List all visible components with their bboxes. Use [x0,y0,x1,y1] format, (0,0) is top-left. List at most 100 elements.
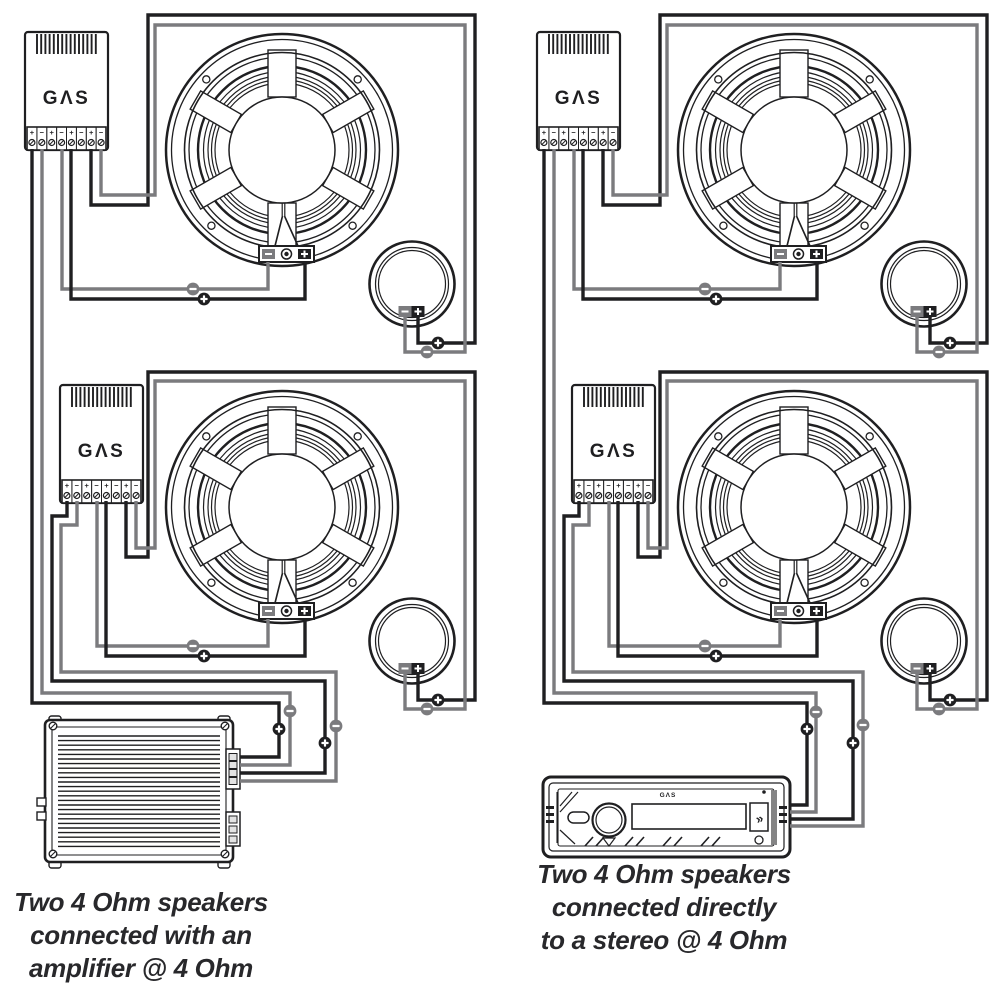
junction-plus [846,736,860,750]
terminal-sign: + [30,128,35,137]
junction-minus [932,702,946,716]
grille-bar [779,806,787,809]
grille-bar [779,813,787,816]
amplifier-power-block [225,811,241,847]
wire-negative [40,149,292,767]
terminal-sign: − [611,128,616,137]
terminal-screw [540,138,548,147]
wire-negative [552,149,818,814]
crossover-heatsink-fins [548,34,609,54]
grille-bar [546,820,554,823]
woofer-frame [676,32,912,268]
terminal-screw [83,491,91,500]
terminal-sign: + [616,481,621,490]
crossover-logo: GΛS [78,441,126,462]
terminal-sign: − [75,481,80,490]
crossover-unit-top-left: GΛS +−+−+−+− [23,30,110,152]
junction-minus [329,719,343,733]
grille-bar [546,813,554,816]
stereo-round-button [754,835,764,845]
woofer-spoke [267,406,297,455]
terminal-sign: − [40,128,45,137]
crossover-terminal-strip: +−+−+−+− [61,479,142,504]
woofer-speaker [676,32,912,268]
wire-negative [59,501,338,783]
woofer-mounting-hole [353,432,362,441]
terminal-screw [560,138,568,147]
junction-minus [698,639,712,653]
terminal-sign: − [552,128,557,137]
caption-line: amplifier @ 4 Ohm [29,953,253,983]
woofer-mounting-hole [860,221,869,230]
terminal-screw [569,138,578,147]
wire-positive [601,13,989,345]
junction-plus [197,649,211,663]
crossover-heatsink-fins [583,387,644,407]
crossover-terminal-strip: +−+−+−+− [26,126,107,151]
terminal-sign: + [597,481,602,490]
eject-button [567,811,590,824]
crossover-logo: GΛS [43,88,91,109]
wire-positive [89,13,477,345]
woofer-mounting-hole [353,75,362,84]
wire-negative [572,149,782,291]
caption-line: connected directly [551,892,777,922]
terminal-screw [599,138,607,147]
terminal-sign: − [59,128,64,137]
wire-positive [542,149,809,807]
woofer-terminal-block [258,602,315,620]
terminal-sign: − [587,481,592,490]
junction-plus [431,336,445,350]
caption-stereo: Two 4 Ohm speakers connected directly to… [524,858,804,957]
junction-plus [943,693,957,707]
stereo-logo: GΛS [660,792,677,799]
terminal-screw [604,491,613,500]
woofer-mounting-hole [865,432,874,441]
amplifier-fins [58,735,220,848]
tweeter-speaker [880,597,968,685]
wire-positive [636,370,989,702]
woofer-terminal-block [770,602,827,620]
woofer-mounting-hole [714,75,723,84]
terminal-sign: + [104,481,109,490]
terminal-screw [112,491,120,500]
terminal-screw [67,138,76,147]
terminal-sign: − [114,481,119,490]
terminal-screw [132,491,140,500]
terminal-sign: − [606,481,611,490]
terminal-sign: − [591,128,596,137]
terminal-screw [575,491,583,500]
terminal-screw [550,138,558,147]
woofer-mounting-hole [714,432,723,441]
caption-amplifier: Two 4 Ohm speakers connected with an amp… [1,886,281,984]
terminal-screw [595,491,603,500]
terminal-screw [57,138,66,147]
crossover-unit-top-right: GΛS+−+−+−+− [535,30,622,152]
woofer-mounting-hole [719,221,728,230]
terminal-sign: − [94,481,99,490]
wire-positive [69,149,307,301]
junction-plus [318,736,332,750]
terminal-sign: + [636,481,641,490]
wire-negative [571,501,865,828]
terminal-screw [63,491,71,500]
wire-negative [611,23,979,354]
terminal-screw [87,138,95,147]
junction-minus [420,702,434,716]
woofer-spoke [779,406,809,455]
crossover-unit-bottom-right: GΛS+−+−+−+− [570,383,657,505]
crossover-terminal-strip: +−+−+−+− [538,126,619,151]
stereo-knob [591,802,627,838]
wire-negative [99,23,467,354]
terminal-screw [589,138,597,147]
crossover-terminal-strip: +−+−+−+− [573,479,654,504]
wire-negative [646,379,979,711]
caption-line: connected with an [30,920,252,950]
terminal-sign: + [562,128,567,137]
caption-line: Two 4 Ohm speakers [537,859,791,889]
terminal-sign: + [601,128,606,137]
woofer-mounting-hole [202,75,211,84]
caption-line: to a stereo @ 4 Ohm [540,925,788,955]
